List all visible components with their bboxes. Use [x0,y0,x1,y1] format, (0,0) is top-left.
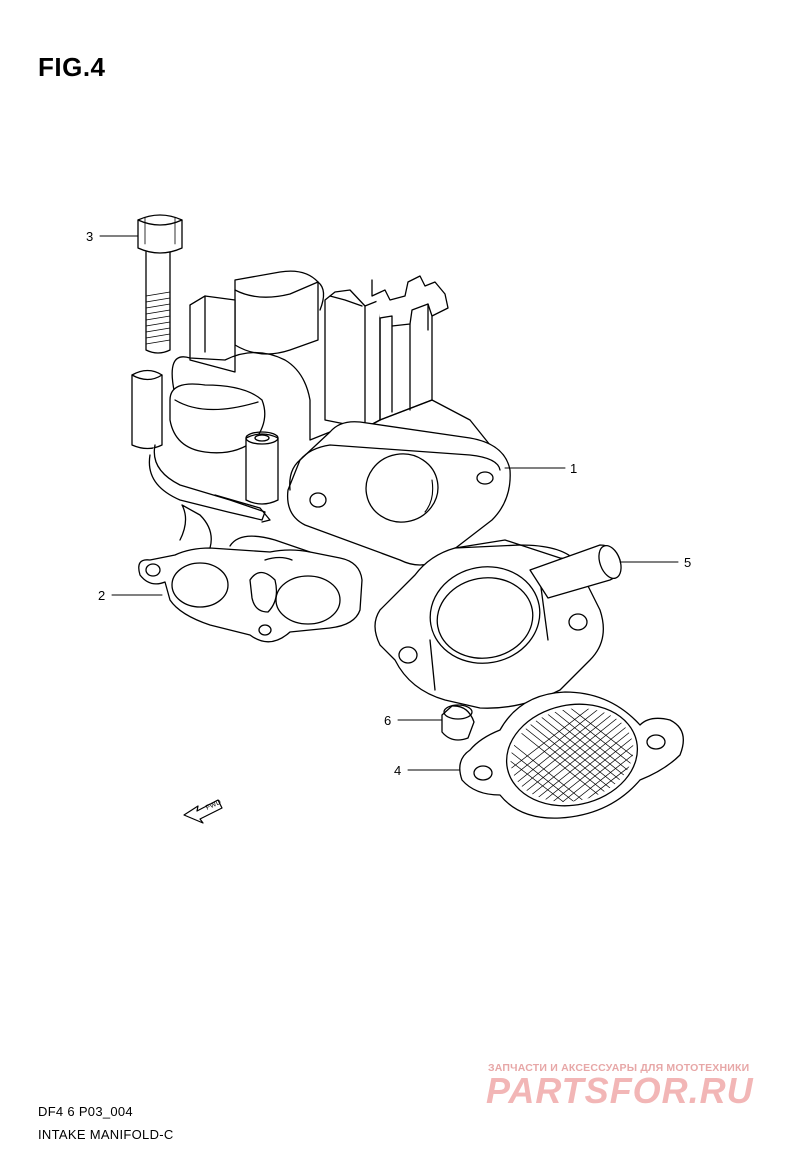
leader-lines [99,235,679,771]
fwd-direction-marker: FWD [183,799,223,824]
callout-1: 1 [570,461,577,476]
screen-gasket-part-4[interactable] [459,691,690,830]
bolt-part-3[interactable] [137,214,183,354]
callout-5: 5 [684,555,691,570]
watermark-tagline: ЗАПЧАСТИ И АКСЕССУАРЫ ДЛЯ МОТОТЕХНИКИ [488,1062,750,1074]
figure-title: FIG.4 [38,52,106,82]
callout-6: 6 [384,713,391,728]
intake-manifold-part-1[interactable] [131,270,511,566]
collar-part-6[interactable] [441,704,475,741]
diagram-code: DF4 6 P03_004 [38,1104,133,1119]
gasket-part-2[interactable] [138,504,363,643]
insulator-part-5[interactable] [374,539,625,709]
diagram-name: INTAKE MANIFOLD-C [38,1127,174,1142]
arrow-left-icon [183,799,223,824]
callout-3: 3 [86,229,93,244]
watermark-brand: PARTSFOR.RU [486,1070,754,1111]
callout-4: 4 [394,763,401,778]
callout-2: 2 [98,588,105,603]
